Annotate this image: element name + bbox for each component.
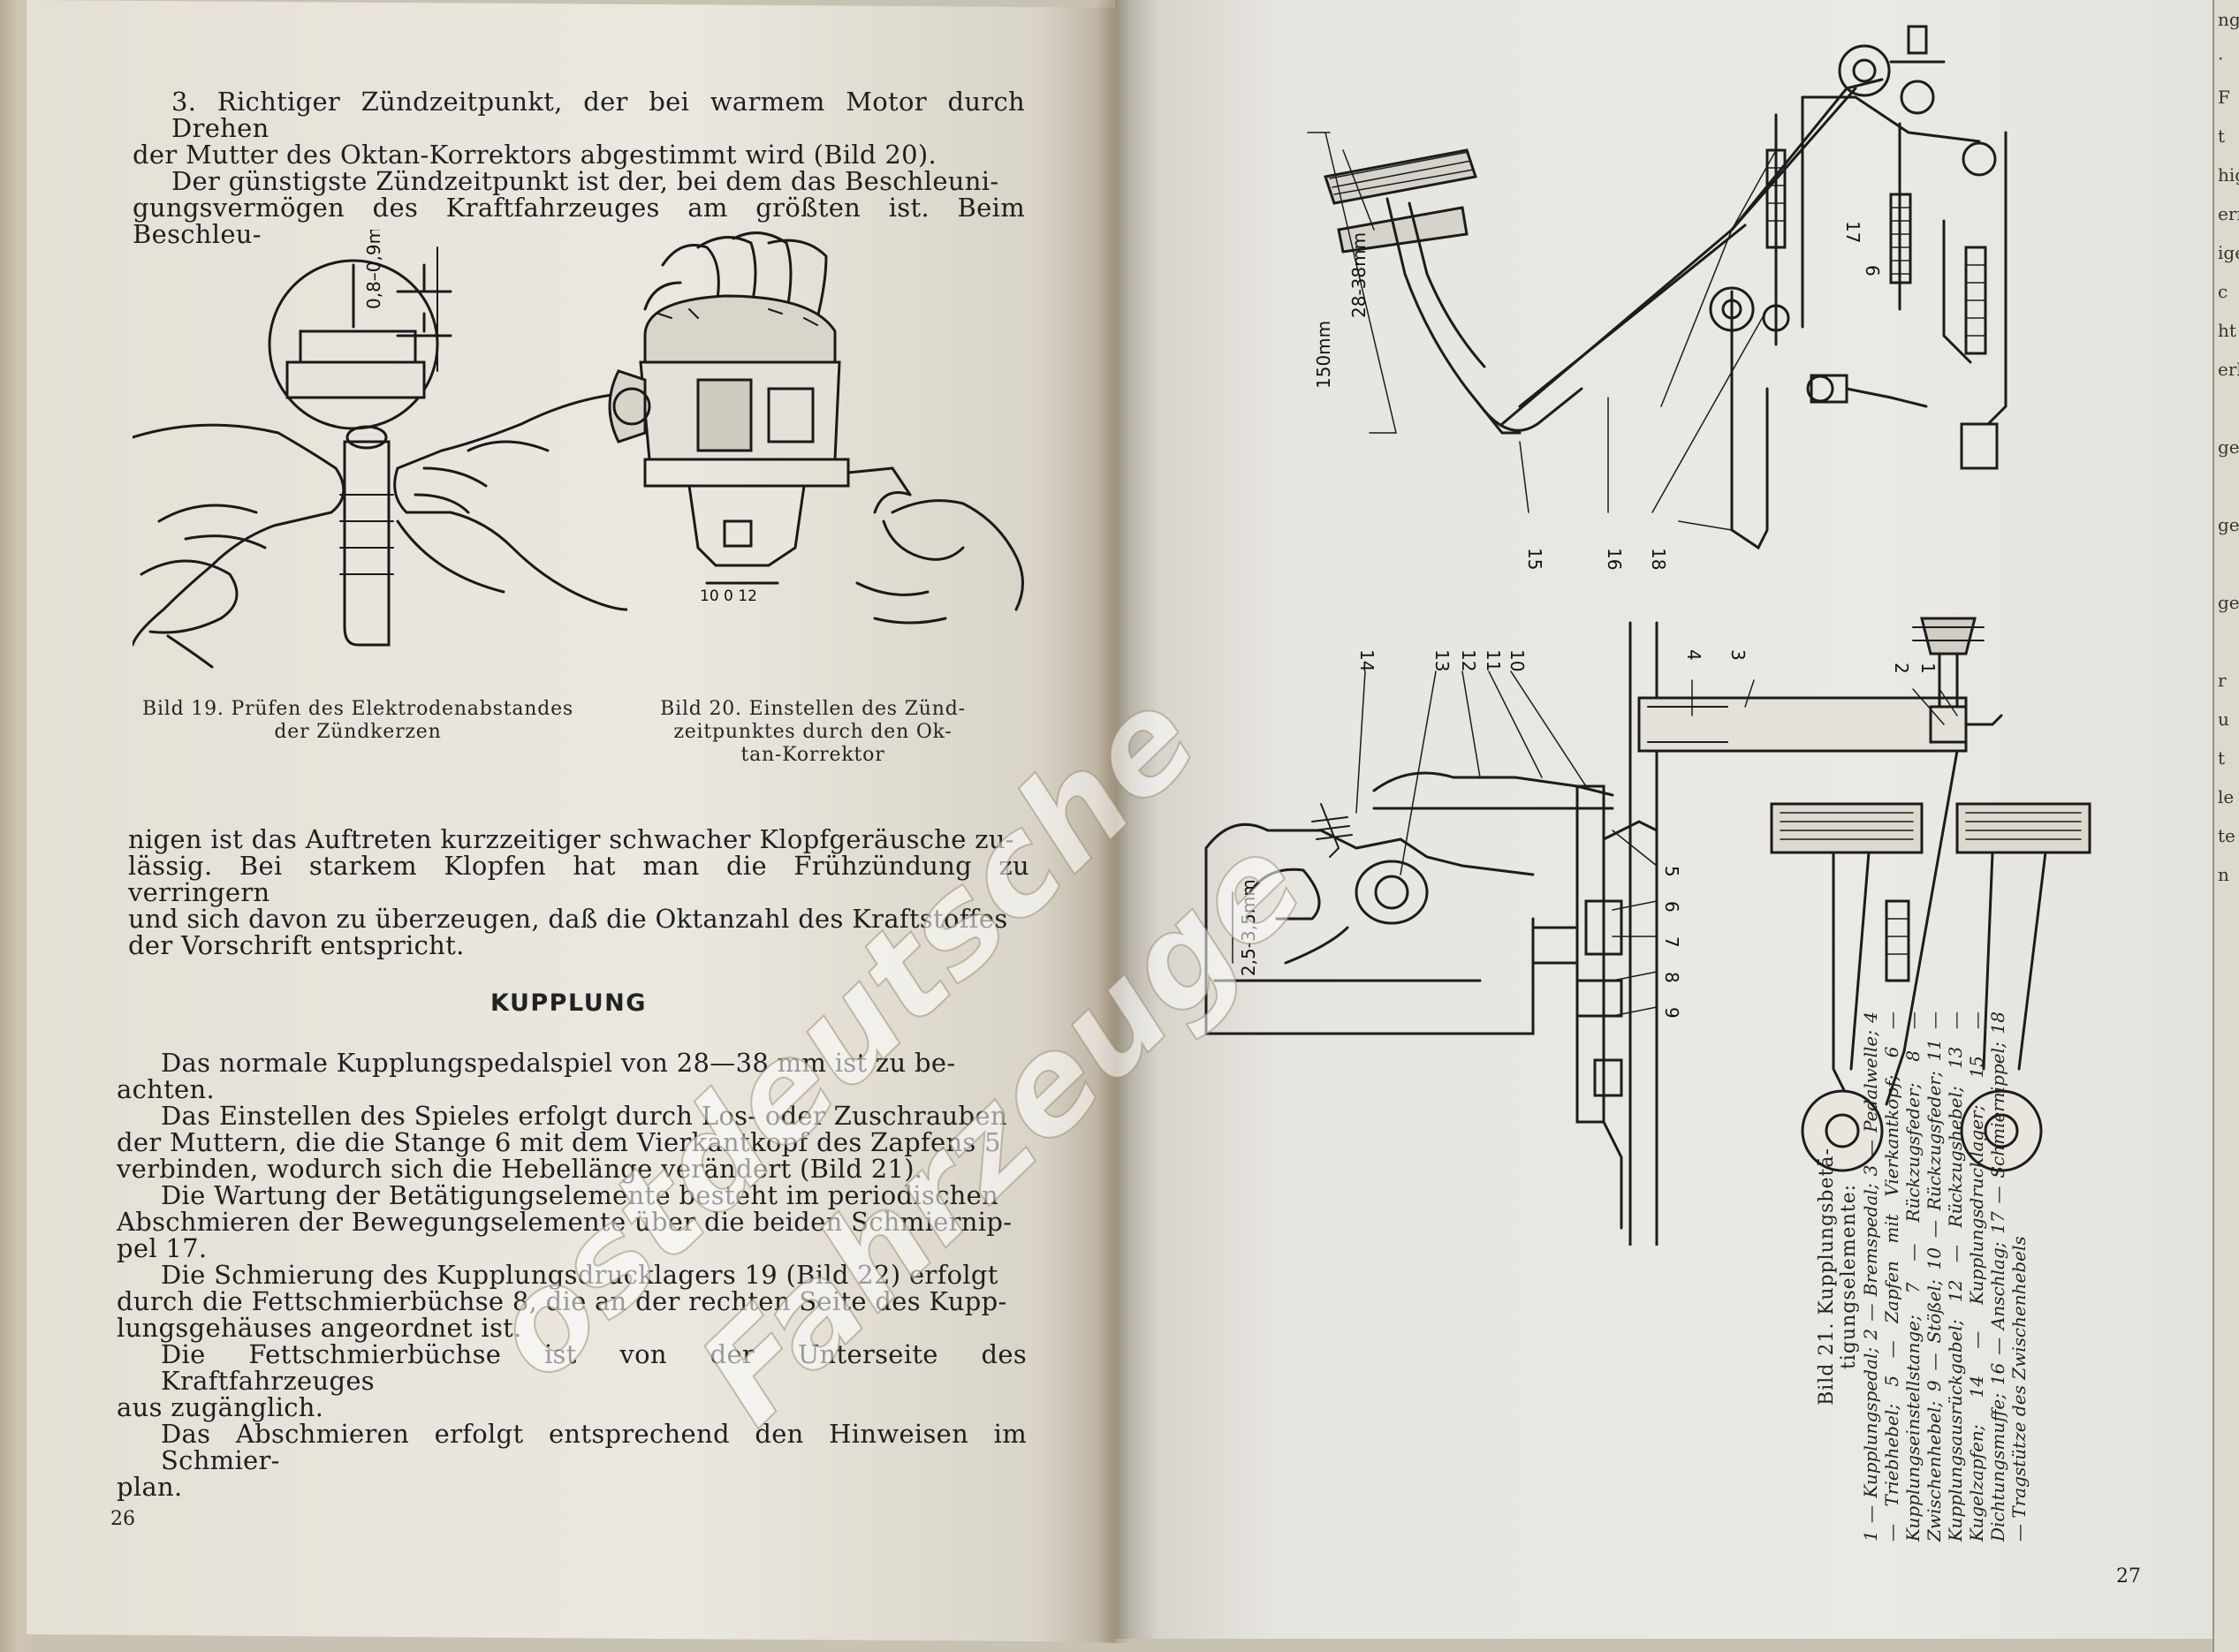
caption-title-2: tigungselemente: <box>1838 1183 1860 1370</box>
edge-text-fragment: ge <box>2218 514 2239 535</box>
callout-8: 8 <box>1661 972 1682 983</box>
gap-dimension-label: 0,8–0,9mm <box>363 230 384 309</box>
text-line: Die Schmierung des Kupplungsdrucklagers … <box>161 1260 998 1290</box>
callout-6b: 6 <box>1661 901 1682 913</box>
text-line: gungsvermögen des Kraftfahrzeuges am grö… <box>133 193 1025 249</box>
page-number-left: 26 <box>110 1508 135 1530</box>
edge-text-fragment: n <box>2218 864 2229 885</box>
edge-text-fragment: ge <box>2218 436 2239 458</box>
callout-15: 15 <box>1524 548 1545 570</box>
text-line: 3. Richtiger Zündzeitpunkt, der bei warm… <box>171 87 1025 143</box>
figure-19-spark-plug-gap: 0,8–0,9mm <box>133 230 627 671</box>
caption-line: Bild 19. Prüfen des Elektrodenabstandes <box>141 698 574 720</box>
edge-text-fragment: ge <box>2218 592 2239 613</box>
text-line: Die Wartung der Betätigungselemente best… <box>161 1180 999 1210</box>
text-line: verbinden, wodurch sich die Hebellänge v… <box>117 1154 923 1184</box>
caption-line: Bild 20. Einstellen des Zünd- <box>660 698 966 720</box>
text-line: Das normale Kupplungspedalspiel von 28—3… <box>161 1048 956 1078</box>
text-line: aus zugänglich. <box>117 1392 324 1422</box>
edge-text-fragment: u <box>2218 709 2229 730</box>
edge-text-fragment: ng <box>2218 9 2239 30</box>
callout-1: 1 <box>1917 663 1939 674</box>
edge-text-fragment: c <box>2218 281 2228 302</box>
edge-text-fragment <box>2214 622 2239 661</box>
text-line: nigen ist das Auftreten kurzzeitiger sch… <box>128 824 1014 854</box>
text-line: Die Fettschmierbüchse ist von der Unters… <box>161 1339 1027 1396</box>
edge-text-fragment: le <box>2218 786 2235 807</box>
clutch-linkage-drawing: 2,5-3,5mm 14 13 12 11 10 4 3 2 1 5 6 7 8… <box>1204 617 2091 1246</box>
text-line: achten. <box>117 1074 216 1104</box>
text-line: der Muttern, die die Stange 6 mit dem Vi… <box>117 1127 1001 1157</box>
edge-text-fragment: err <box>2218 203 2239 224</box>
edge-text-fragment: ige <box>2218 242 2239 263</box>
callout-12: 12 <box>1458 649 1479 671</box>
edge-text-fragment: t <box>2218 125 2226 147</box>
distributor-drawing: 10 0 12 <box>608 231 1024 625</box>
edge-text-fragment <box>2214 544 2239 583</box>
page-number-right: 27 <box>2116 1565 2141 1588</box>
edge-text-fragment: ht <box>2218 320 2236 341</box>
dimension-28-38: 28-38mm <box>1348 232 1370 318</box>
edge-text-fragment: r <box>2218 670 2227 691</box>
edge-text-fragment: t <box>2218 747 2226 769</box>
text-line: lungsgehäuses angeordnet ist. <box>117 1313 522 1343</box>
figure-21-caption: Bild 21. Kupplungsbetä- tigungselemente:… <box>1816 1012 2099 1542</box>
pedal-linkage-drawing: 150mm 28-38mm 15 16 18 17 6 <box>1307 25 2008 570</box>
callout-9: 9 <box>1661 1007 1682 1019</box>
callout-11: 11 <box>1483 649 1504 671</box>
callout-2: 2 <box>1891 663 1912 674</box>
callout-6: 6 <box>1862 265 1883 277</box>
callout-14: 14 <box>1356 649 1378 671</box>
dimension-2-5-3-5: 2,5-3,5mm <box>1238 879 1259 976</box>
figure-20-caption: Bild 20. Einstellen des Zünd- zeitpunkte… <box>636 698 990 767</box>
caption-line: der Zündkerzen <box>274 721 442 743</box>
text-line: der Mutter des Oktan-Korrektors abgestim… <box>133 140 937 170</box>
caption-line: tan-Korrektor <box>740 744 885 766</box>
text-line: Der günstigste Zündzeitpunkt ist der, be… <box>171 166 999 196</box>
text-line: Das Einstellen des Spieles erfolgt durch… <box>161 1101 1007 1131</box>
figure-19-caption: Bild 19. Prüfen des Elektrodenabstandes … <box>124 698 592 744</box>
text-line: Das Abschmieren erfolgt entsprechend den… <box>161 1419 1027 1475</box>
callout-16: 16 <box>1604 548 1625 570</box>
caption-legend: 1 — Kupplungspedal; 2 — Bremspedal; 3 — … <box>1860 1012 2030 1542</box>
text-line: plan. <box>117 1472 183 1502</box>
paragraph-kupplung: Das normale Kupplungspedalspiel von 28—3… <box>117 1050 1027 1500</box>
text-line: durch die Fettschmierbüchse 8, die an de… <box>117 1286 1007 1316</box>
scale-label: 10 0 12 <box>700 587 757 605</box>
callout-3: 3 <box>1727 649 1749 661</box>
edge-text-fragment: · F <box>2218 48 2230 108</box>
figure-20-octane-corrector: 10 0 12 <box>592 230 1034 671</box>
edge-text-fragment: hig <box>2218 164 2239 186</box>
caption-title: Bild 21. Kupplungsbetä- <box>1816 1148 1838 1406</box>
callout-17: 17 <box>1842 221 1863 243</box>
spark-plug-drawing: 0,8–0,9mm <box>133 230 627 669</box>
paragraph-ignition-timing: 3. Richtiger Zündzeitpunkt, der bei warm… <box>133 88 1025 247</box>
callout-10: 10 <box>1507 649 1528 671</box>
text-line: und sich davon zu überzeugen, daß die Ok… <box>128 904 1008 934</box>
paragraph-knocking: nigen ist das Auftreten kurzzeitiger sch… <box>128 826 1029 959</box>
text-line: Abschmieren der Bewegungselemente über d… <box>117 1207 1013 1237</box>
callout-4: 4 <box>1683 649 1704 661</box>
book-gutter <box>1096 0 1131 1643</box>
edge-text-fragment: erl <box>2218 359 2239 380</box>
edge-text-fragment <box>2214 466 2239 505</box>
dimension-150: 150mm <box>1313 321 1334 389</box>
figure-21-clutch-linkage: 2,5-3,5mm 14 13 12 11 10 4 3 2 1 5 6 7 8… <box>1197 610 2107 1246</box>
text-line: lässig. Bei starkem Klopfen hat man die … <box>128 851 1029 907</box>
text-line: pel 17. <box>117 1233 208 1263</box>
callout-7: 7 <box>1661 936 1682 948</box>
text-line: der Vorschrift entspricht. <box>128 930 465 960</box>
section-heading-kupplung: KUPPLUNG <box>490 989 647 1017</box>
callout-18: 18 <box>1648 548 1669 570</box>
figure-21-pedal-assembly: 150mm 28-38mm 15 16 18 17 6 <box>1237 18 2032 574</box>
callout-5: 5 <box>1661 866 1682 877</box>
callout-13: 13 <box>1431 649 1453 671</box>
caption-line: zeitpunktes durch den Ok- <box>673 721 953 743</box>
edge-text-fragment <box>2214 389 2239 428</box>
edge-text-fragment: te <box>2218 825 2235 846</box>
